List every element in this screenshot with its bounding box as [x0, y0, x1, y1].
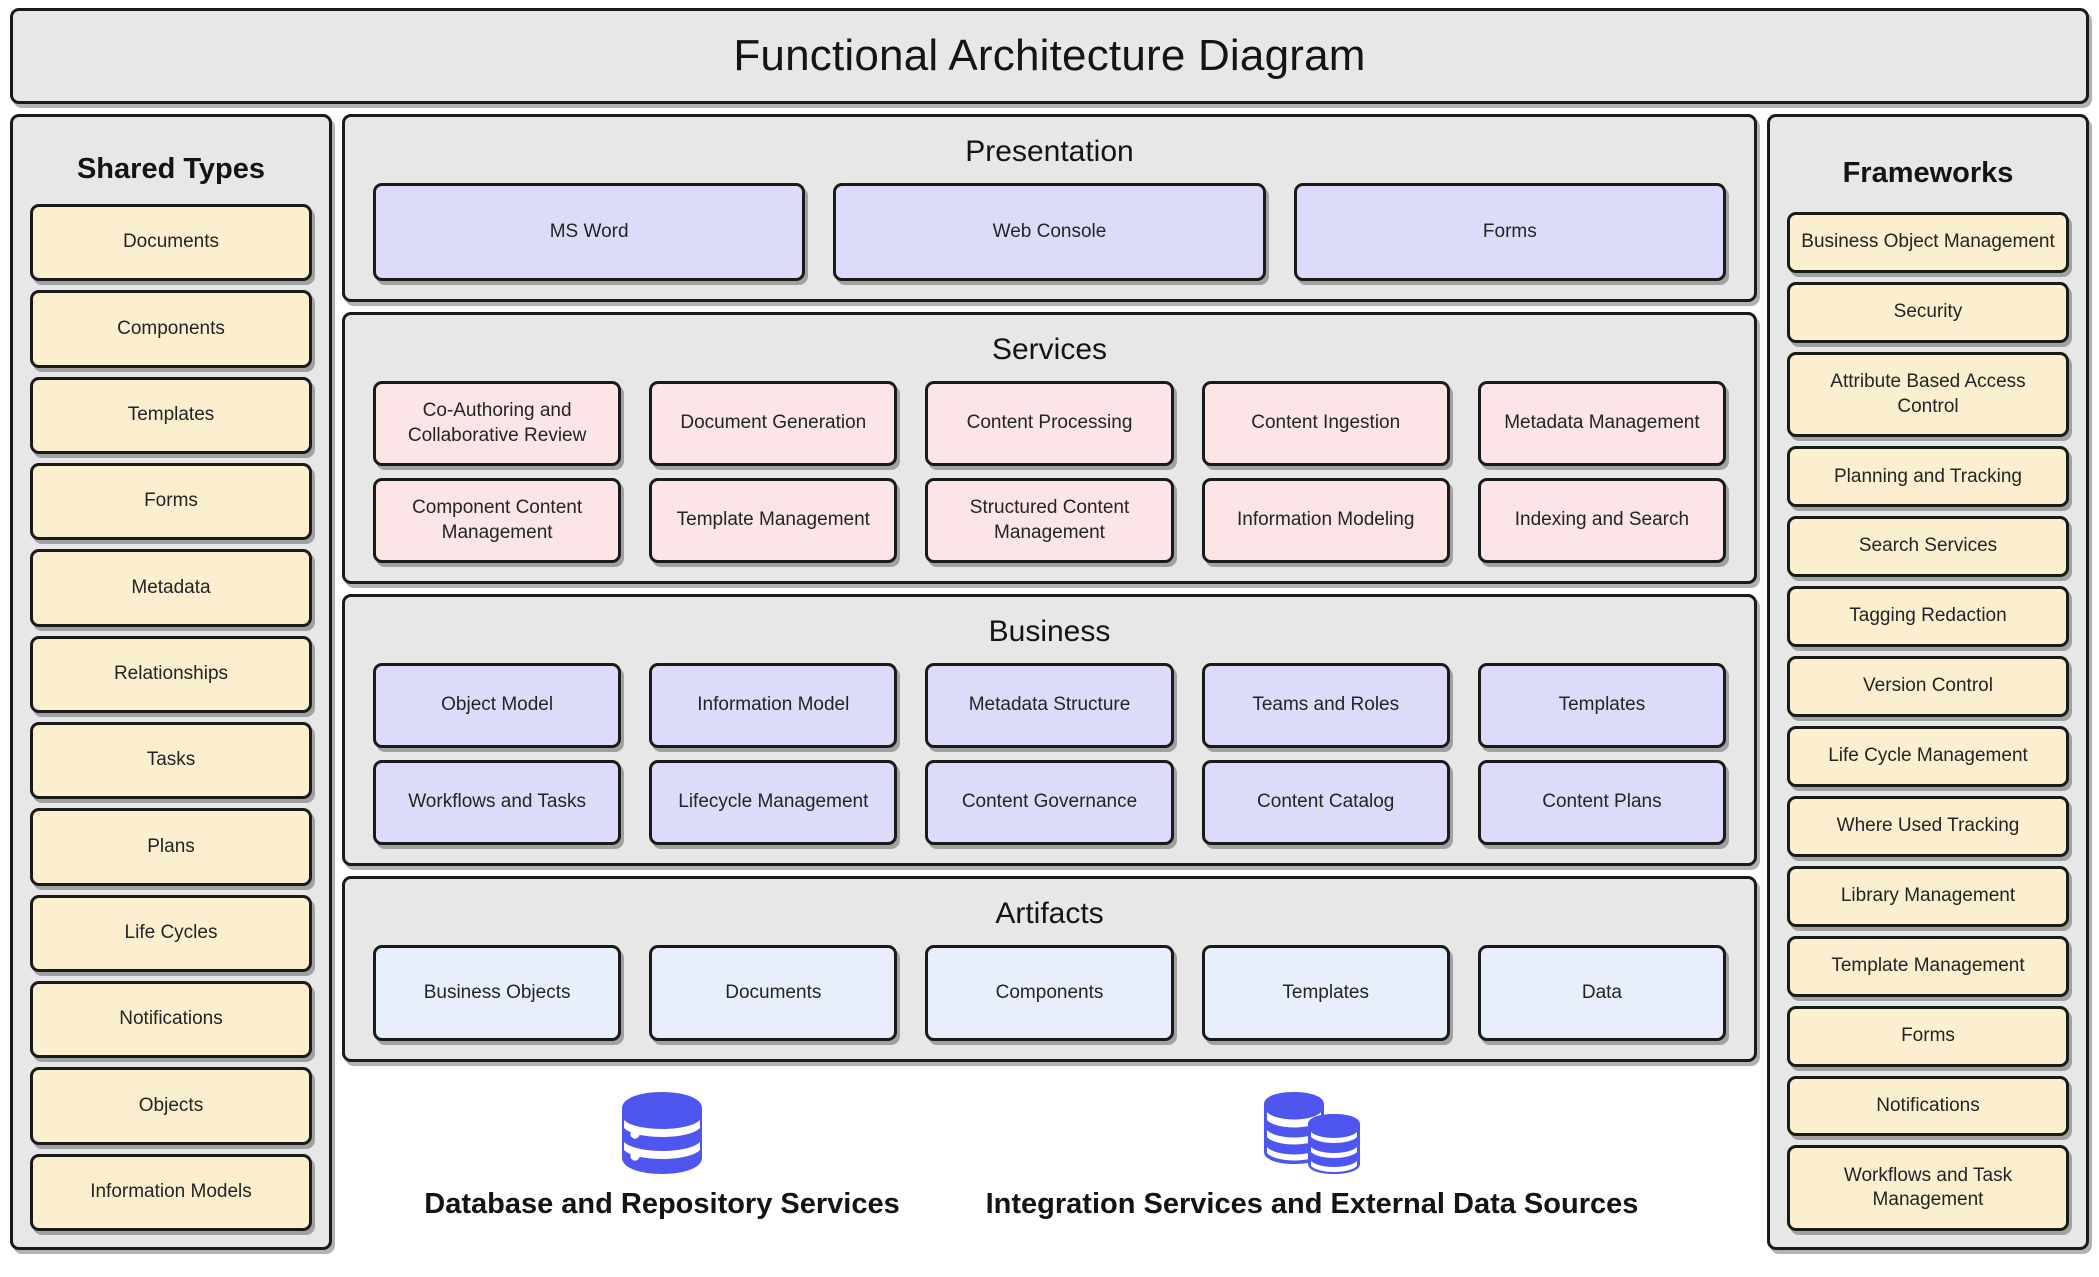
framework-item[interactable]: Attribute Based Access Control — [1787, 351, 2069, 438]
framework-item[interactable]: Planning and Tracking — [1787, 446, 2069, 508]
artifacts-layer: Artifacts Business Objects Documents Com… — [342, 876, 1757, 1062]
shared-type-item[interactable]: Forms — [30, 462, 312, 541]
framework-item[interactable]: Notifications — [1787, 1075, 2069, 1137]
shared-type-item[interactable]: Notifications — [30, 980, 312, 1059]
business-node[interactable]: Teams and Roles — [1201, 663, 1450, 748]
shared-types-list: Documents Components Templates Forms Met… — [30, 204, 312, 1231]
layer-row: Business Objects Documents Components Te… — [373, 945, 1727, 1041]
framework-item[interactable]: Search Services — [1787, 516, 2069, 578]
shared-type-item[interactable]: Tasks — [30, 721, 312, 800]
layer-row: Co-Authoring and Collaborative Review Do… — [373, 381, 1727, 466]
business-node[interactable]: Object Model — [373, 663, 622, 748]
framework-item[interactable]: Forms — [1787, 1005, 2069, 1067]
framework-item[interactable]: Business Object Management — [1787, 212, 2069, 273]
layer-row: Object Model Information Model Metadata … — [373, 663, 1727, 748]
business-node[interactable]: Content Governance — [925, 760, 1174, 845]
framework-item[interactable]: Version Control — [1787, 656, 2069, 718]
artifact-node[interactable]: Business Objects — [373, 945, 622, 1041]
integration-services-label: Integration Services and External Data S… — [985, 1188, 1639, 1220]
service-node[interactable]: Content Processing — [925, 381, 1174, 466]
framework-item[interactable]: Security — [1787, 281, 2069, 343]
business-node[interactable]: Content Plans — [1477, 760, 1727, 845]
artifact-node[interactable]: Documents — [649, 945, 898, 1041]
business-node[interactable]: Metadata Structure — [925, 663, 1174, 748]
framework-item[interactable]: Workflows and Task Management — [1787, 1145, 2069, 1232]
shared-type-item[interactable]: Relationships — [30, 635, 312, 713]
frameworks-panel: Frameworks Business Object Management Se… — [1767, 114, 2089, 1250]
business-node[interactable]: Templates — [1477, 663, 1727, 748]
business-node[interactable]: Lifecycle Management — [649, 760, 898, 845]
shared-types-heading: Shared Types — [76, 153, 266, 185]
service-node[interactable]: Structured Content Management — [925, 478, 1174, 563]
database-icon — [614, 1090, 710, 1176]
database-services-item[interactable]: Database and Repository Services — [342, 1090, 982, 1221]
framework-item[interactable]: Library Management — [1787, 865, 2069, 927]
frameworks-list: Business Object Management Security Attr… — [1787, 212, 2069, 1232]
architecture-layers: Presentation MS Word Web Console Forms S… — [342, 114, 1757, 1250]
business-node[interactable]: Content Catalog — [1201, 760, 1450, 845]
business-node[interactable]: Information Model — [649, 663, 898, 748]
services-heading: Services — [991, 333, 1108, 366]
shared-type-item[interactable]: Templates — [30, 376, 312, 454]
presentation-layer: Presentation MS Word Web Console Forms — [342, 114, 1757, 302]
artifacts-rows: Business Objects Documents Components Te… — [373, 945, 1727, 1041]
services-rows: Co-Authoring and Collaborative Review Do… — [373, 381, 1727, 563]
service-node[interactable]: Co-Authoring and Collaborative Review — [373, 381, 622, 466]
diagram-title-bar: Functional Architecture Diagram — [10, 8, 2089, 104]
service-node[interactable]: Indexing and Search — [1477, 478, 1727, 563]
artifact-node[interactable]: Data — [1477, 945, 1727, 1041]
bottom-services-strip: Database and Repository Services — [342, 1072, 1757, 1250]
service-node[interactable]: Information Modeling — [1201, 478, 1450, 563]
shared-type-item[interactable]: Life Cycles — [30, 894, 312, 972]
shared-types-panel: Shared Types Documents Components Templa… — [10, 114, 332, 1250]
presentation-rows: MS Word Web Console Forms — [373, 183, 1726, 281]
layer-row: MS Word Web Console Forms — [373, 183, 1726, 281]
framework-item[interactable]: Tagging Redaction — [1787, 586, 2069, 648]
artifact-node[interactable]: Components — [925, 945, 1174, 1041]
framework-item[interactable]: Where Used Tracking — [1787, 795, 2069, 857]
shared-type-item[interactable]: Components — [30, 290, 312, 368]
database-services-label: Database and Repository Services — [424, 1188, 900, 1220]
artifacts-heading: Artifacts — [995, 897, 1104, 930]
business-node[interactable]: Workflows and Tasks — [373, 760, 622, 845]
presentation-node[interactable]: Web Console — [833, 183, 1266, 281]
presentation-heading: Presentation — [965, 135, 1134, 168]
layer-row: Workflows and Tasks Lifecycle Management… — [373, 760, 1727, 845]
shared-type-item[interactable]: Objects — [30, 1067, 312, 1145]
presentation-node[interactable]: MS Word — [373, 183, 806, 281]
business-rows: Object Model Information Model Metadata … — [373, 663, 1727, 845]
service-node[interactable]: Component Content Management — [373, 478, 622, 563]
service-node[interactable]: Template Management — [649, 478, 898, 563]
frameworks-heading: Frameworks — [1842, 157, 2014, 189]
shared-type-item[interactable]: Metadata — [30, 549, 312, 627]
shared-type-item[interactable]: Documents — [30, 204, 312, 282]
page-title: Functional Architecture Diagram — [733, 31, 1366, 80]
business-layer: Business Object Model Information Model … — [342, 594, 1757, 866]
shared-type-item[interactable]: Plans — [30, 808, 312, 886]
presentation-node[interactable]: Forms — [1293, 183, 1726, 281]
shared-type-item[interactable]: Information Models — [30, 1153, 312, 1231]
integration-services-item[interactable]: Integration Services and External Data S… — [982, 1090, 1642, 1221]
multi-database-icon — [1260, 1090, 1364, 1176]
layer-row: Component Content Management Template Ma… — [373, 478, 1727, 563]
framework-item[interactable]: Life Cycle Management — [1787, 726, 2069, 787]
framework-item[interactable]: Template Management — [1787, 935, 2069, 997]
service-node[interactable]: Content Ingestion — [1201, 381, 1450, 466]
business-heading: Business — [988, 615, 1111, 648]
services-layer: Services Co-Authoring and Collaborative … — [342, 312, 1757, 584]
diagram-columns: Shared Types Documents Components Templa… — [10, 114, 2089, 1259]
service-node[interactable]: Metadata Management — [1477, 381, 1727, 466]
service-node[interactable]: Document Generation — [649, 381, 898, 466]
artifact-node[interactable]: Templates — [1201, 945, 1450, 1041]
